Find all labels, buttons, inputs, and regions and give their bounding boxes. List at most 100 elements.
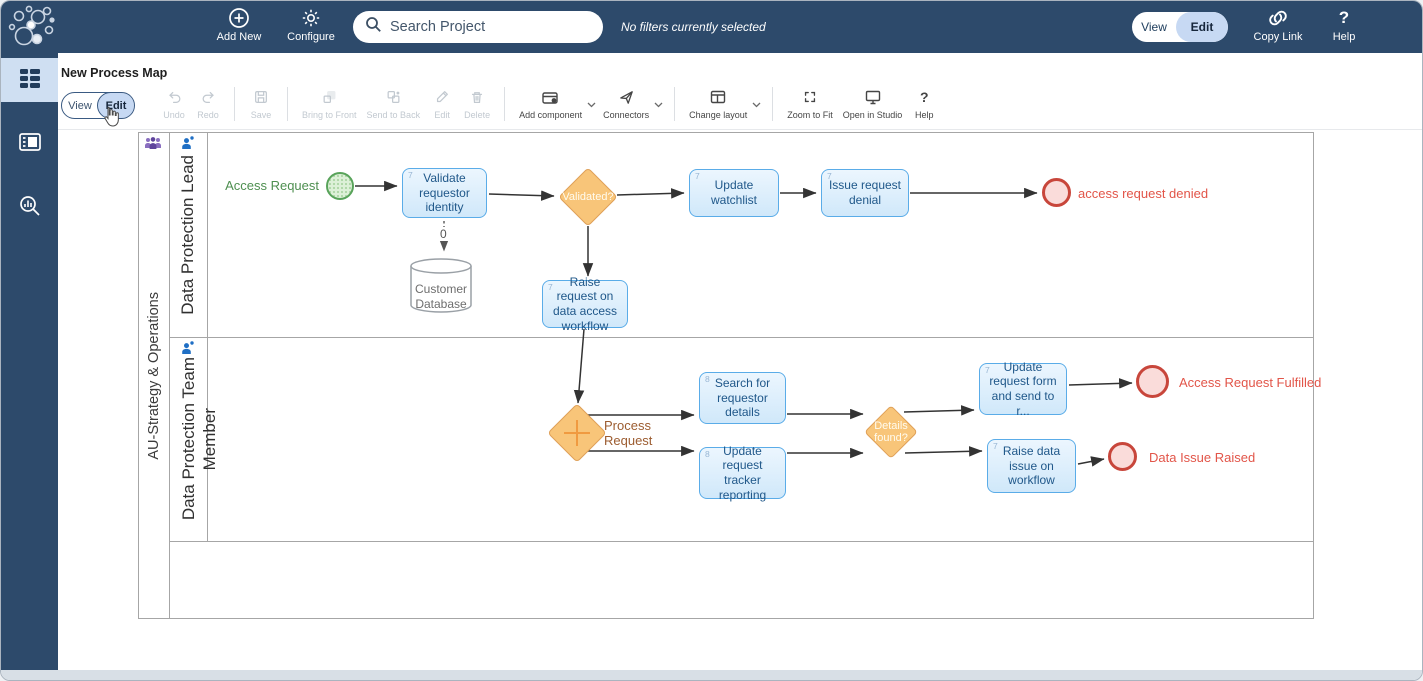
- zoom-to-fit-button[interactable]: Zoom to Fit: [782, 87, 838, 120]
- view-toggle-option[interactable]: View: [1141, 20, 1167, 34]
- side-panel-icon: [18, 132, 42, 157]
- page-title: New Process Map: [61, 66, 168, 80]
- search-box: [353, 11, 603, 43]
- app-logo-icon[interactable]: [7, 3, 55, 56]
- help-button-toolbar[interactable]: ? Help: [907, 87, 941, 120]
- search-chart-icon: [18, 194, 42, 223]
- add-new-label: Add New: [216, 31, 262, 43]
- view-edit-toggle-top: View Edit: [1132, 12, 1228, 42]
- edit-shape-button: Edit: [425, 87, 459, 120]
- question-mark-icon: ?: [1338, 8, 1350, 27]
- dashboard-tiles-icon: [18, 67, 42, 94]
- association-label: 0: [438, 227, 449, 241]
- bring-to-front-icon: [302, 89, 357, 107]
- edit-toggle-option[interactable]: Edit: [97, 93, 134, 118]
- pool-label-divider: [169, 132, 170, 619]
- add-component-icon: [519, 89, 582, 107]
- task-search-for-requestor-details[interactable]: 8 Search for requestor details: [699, 372, 786, 424]
- end-event-denied-label: access request denied: [1078, 186, 1209, 201]
- task-issue-request-denial[interactable]: 7 Issue request denial: [821, 169, 909, 217]
- view-toggle-option[interactable]: View: [68, 99, 92, 112]
- connector-plane-icon: [603, 89, 649, 107]
- pencil-icon: [430, 89, 454, 107]
- end-event-access-request-denied[interactable]: [1042, 178, 1071, 207]
- configure-label: Configure: [287, 31, 335, 43]
- undo-icon: [162, 89, 186, 107]
- datastore-customer-database[interactable]: Customer Database: [409, 257, 473, 315]
- save-button: Save: [244, 87, 278, 120]
- toolbar-separator: [504, 87, 506, 121]
- search-icon: [365, 16, 382, 38]
- zoom-to-fit-icon: [787, 89, 833, 107]
- lane-label-data-protection-team-member[interactable]: Data Protection Team Member: [178, 357, 219, 521]
- lane2-bottom-divider: [169, 541, 1314, 542]
- send-to-back-icon: [367, 89, 421, 107]
- end-event-access-request-fulfilled[interactable]: [1136, 365, 1169, 398]
- change-layout-button[interactable]: Change layout: [684, 87, 752, 120]
- pool-au-strategy-operations[interactable]: [138, 132, 1314, 619]
- chevron-down-icon[interactable]: [587, 95, 596, 113]
- start-event-access-request[interactable]: [326, 172, 354, 200]
- view-edit-toggle-toolbar: View Edit: [61, 92, 135, 119]
- add-new-button[interactable]: Add New: [203, 7, 275, 43]
- gateway-process-request-label: Process Request: [604, 418, 653, 448]
- toolbar-separator: [234, 87, 235, 121]
- person-icon: [180, 341, 195, 361]
- diagram-toolbar: View Edit Undo Redo Save Bring to Front …: [61, 87, 941, 129]
- copy-link-label: Copy Link: [1253, 31, 1303, 43]
- hand-cursor-icon: [99, 105, 121, 134]
- sidebar-item-panel-view[interactable]: [1, 122, 58, 166]
- filters-status-text: No filters currently selected: [621, 20, 766, 34]
- task-raise-data-issue-on-workflow[interactable]: 7 Raise data issue on workflow: [987, 439, 1076, 493]
- lane-label-divider: [207, 132, 208, 541]
- question-mark-icon: ?: [920, 89, 929, 105]
- end-event-data-issue-raised[interactable]: [1108, 442, 1137, 471]
- edit-toggle-option[interactable]: Edit: [1176, 12, 1228, 42]
- task-validate-requestor-identity[interactable]: 7 Validate requestor identity: [402, 168, 487, 218]
- bpmn-canvas[interactable]: AU-Strategy & Operations Data Protection…: [58, 130, 1422, 670]
- save-icon: [249, 89, 273, 107]
- group-icon: [144, 136, 162, 156]
- lane1-lane2-divider: [169, 337, 1314, 338]
- redo-icon: [196, 89, 220, 107]
- open-in-studio-button[interactable]: Open in Studio: [838, 87, 908, 120]
- copy-link-button[interactable]: Copy Link: [1249, 7, 1307, 43]
- redo-button: Redo: [191, 87, 225, 120]
- add-new-circle-plus-icon: [203, 7, 275, 29]
- bring-to-front-button: Bring to Front: [297, 87, 362, 120]
- parallel-gateway-plus-icon: [575, 420, 579, 446]
- add-component-button[interactable]: Add component: [514, 87, 587, 120]
- monitor-icon: [843, 89, 903, 107]
- toolbar-separator: [287, 87, 288, 121]
- delete-button: Delete: [459, 87, 495, 120]
- gear-icon: [275, 7, 347, 29]
- sidebar-item-search-analytics[interactable]: [1, 186, 58, 230]
- pool-label[interactable]: AU-Strategy & Operations: [145, 291, 162, 460]
- toolbar-separator: [674, 87, 676, 121]
- lane-label-data-protection-lead[interactable]: Data Protection Lead: [178, 154, 197, 315]
- help-label: Help: [1332, 31, 1356, 43]
- window-bottom-edge: [1, 670, 1422, 680]
- person-icon: [180, 136, 195, 156]
- layout-icon: [689, 89, 747, 107]
- toolbar-separator: [772, 87, 774, 121]
- task-raise-request-data-access-workflow[interactable]: 7 Raise request on data access workflow: [542, 275, 628, 333]
- chevron-down-icon[interactable]: [752, 95, 761, 113]
- search-input[interactable]: [390, 19, 591, 35]
- task-update-request-form-and-send[interactable]: 7 Update request form and send to r...: [979, 360, 1067, 418]
- end-event-fulfilled-label: Access Request Fulfilled: [1179, 375, 1322, 390]
- chevron-down-icon[interactable]: [654, 95, 663, 113]
- left-sidebar: [1, 53, 58, 670]
- undo-button: Undo: [157, 87, 191, 120]
- toolbar-divider: [58, 129, 1422, 130]
- send-to-back-button: Send to Back: [362, 87, 426, 120]
- configure-button[interactable]: Configure: [275, 7, 347, 43]
- top-navigation-bar: Add New Configure No filters currently s…: [1, 1, 1422, 56]
- sidebar-item-process-maps[interactable]: [1, 58, 58, 102]
- task-update-request-tracker-reporting[interactable]: 8 Update request tracker reporting: [699, 444, 786, 502]
- connectors-button[interactable]: Connectors: [598, 87, 654, 120]
- task-update-watchlist[interactable]: 7 Update watchlist: [689, 169, 779, 217]
- link-icon: [1249, 7, 1307, 29]
- help-button-top[interactable]: ? Help: [1319, 7, 1369, 43]
